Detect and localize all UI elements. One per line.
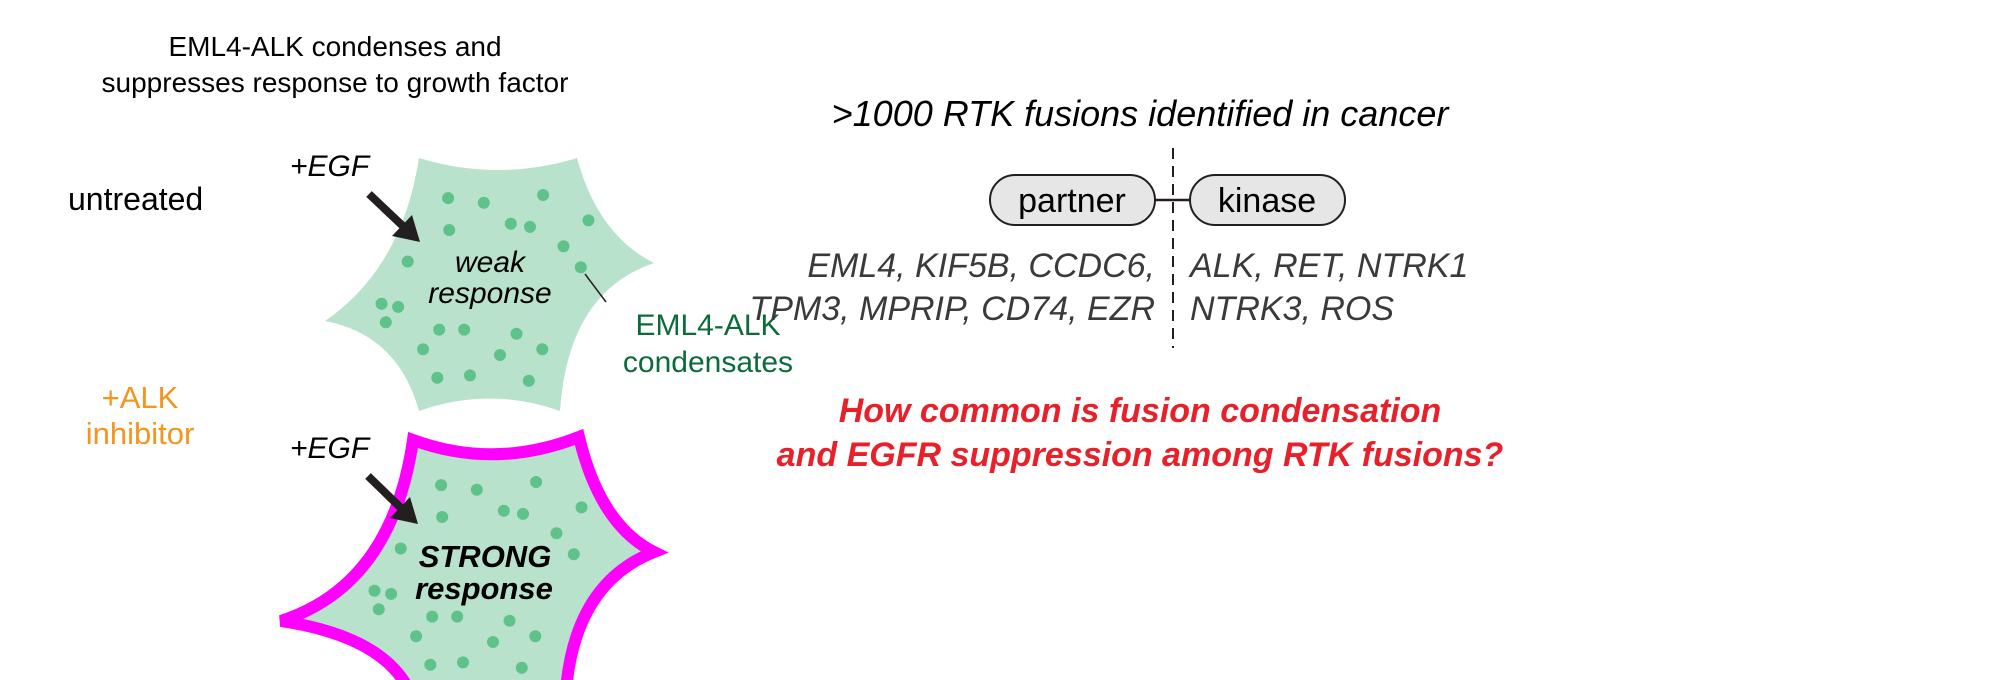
condensate-dot <box>443 224 456 236</box>
condensate-dot <box>410 630 423 643</box>
condensate-dot <box>550 527 563 540</box>
inhibitor-label-line2: inhibitor <box>86 416 195 451</box>
condensate-label-line1: EML4-ALK <box>635 309 780 342</box>
egf-arrow-bottom <box>365 473 418 524</box>
condensate-dot <box>431 371 444 384</box>
kinase-pill <box>1189 174 1346 226</box>
partners-line1: EML4, KIF5B, CCDC6, <box>807 247 1155 285</box>
condensate-dot <box>401 255 414 268</box>
condensate-dot <box>503 614 516 627</box>
condensate-dot <box>524 220 536 233</box>
condensate-dot <box>394 542 407 555</box>
condensate-dot <box>457 656 469 669</box>
condensate-dots <box>368 476 588 674</box>
condensate-dot <box>494 349 506 361</box>
kinase-label: kinase <box>1218 182 1316 220</box>
left-title-line1: EML4-ALK condenses and <box>168 31 501 62</box>
condensate-dot <box>379 316 392 329</box>
question-line2: and EGFR suppression among RTK fusions? <box>777 436 1504 474</box>
condensate-dot <box>582 214 595 227</box>
condensate-dot <box>451 610 464 623</box>
strong-response-line2: response <box>415 571 553 606</box>
kinases-line2: NTRK3, ROS <box>1190 290 1394 328</box>
condensate-dot <box>372 603 385 616</box>
condensate-dot <box>470 483 483 496</box>
condensate-dot <box>435 479 448 492</box>
condensate-dot <box>537 189 550 201</box>
weak-response-line1: weak <box>455 246 527 279</box>
condensate-dot <box>368 584 381 597</box>
condensate-dot <box>436 511 449 523</box>
untreated-label: untreated <box>68 181 203 217</box>
condensate-dot <box>392 300 405 313</box>
condensate-dot <box>557 240 570 253</box>
condensate-dot <box>458 323 471 336</box>
condensate-dot <box>477 196 490 209</box>
condensate-label-line2: condensates <box>623 346 793 379</box>
condensate-dot <box>504 217 517 230</box>
condensate-dot <box>515 661 528 674</box>
condensate-dot <box>464 369 476 382</box>
egf-arrow-top <box>366 191 420 242</box>
left-title-line2: suppresses response to growth factor <box>102 67 569 98</box>
fusions-title: >1000 RTK fusions identified in cancer <box>832 93 1451 134</box>
condensate-dot <box>529 630 542 643</box>
weak-response-line2: response <box>428 277 551 310</box>
condensate-dot <box>417 343 430 356</box>
condensate-dot <box>536 343 549 356</box>
condensate-dot <box>426 610 439 623</box>
condensate-dot <box>487 636 499 648</box>
question-line1: How common is fusion condensation <box>839 392 1442 430</box>
condensate-leader-line <box>584 273 607 303</box>
cell-membrane <box>279 428 669 680</box>
egf-label-top: +EGF <box>290 150 371 183</box>
condensate-dot <box>497 504 510 517</box>
kinases-line1: ALK, RET, NTRK1 <box>1188 247 1468 285</box>
condensate-dot <box>567 548 580 561</box>
condensate-dot <box>442 192 455 205</box>
partners-line2: TPM3, MPRIP, CD74, EZR <box>749 290 1155 328</box>
condensate-dot <box>433 323 446 336</box>
inhibitor-label-line1: +ALK <box>102 380 179 415</box>
inhibitor-treated-cell <box>279 428 669 680</box>
partner-pill <box>989 174 1156 226</box>
condensate-dot <box>530 476 543 488</box>
condensate-dot <box>517 507 529 520</box>
partner-label: partner <box>1018 182 1126 220</box>
condensate-dots <box>375 189 595 387</box>
condensate-dot <box>574 261 587 274</box>
condensate-dot <box>510 327 523 340</box>
condensate-dot <box>522 374 535 387</box>
egf-label-bottom: +EGF <box>290 432 371 465</box>
condensate-dot <box>424 658 437 671</box>
condensate-dot <box>375 297 388 310</box>
strong-response-line1: STRONG <box>419 539 552 574</box>
condensate-dot <box>385 587 398 600</box>
condensate-dot <box>575 501 588 514</box>
